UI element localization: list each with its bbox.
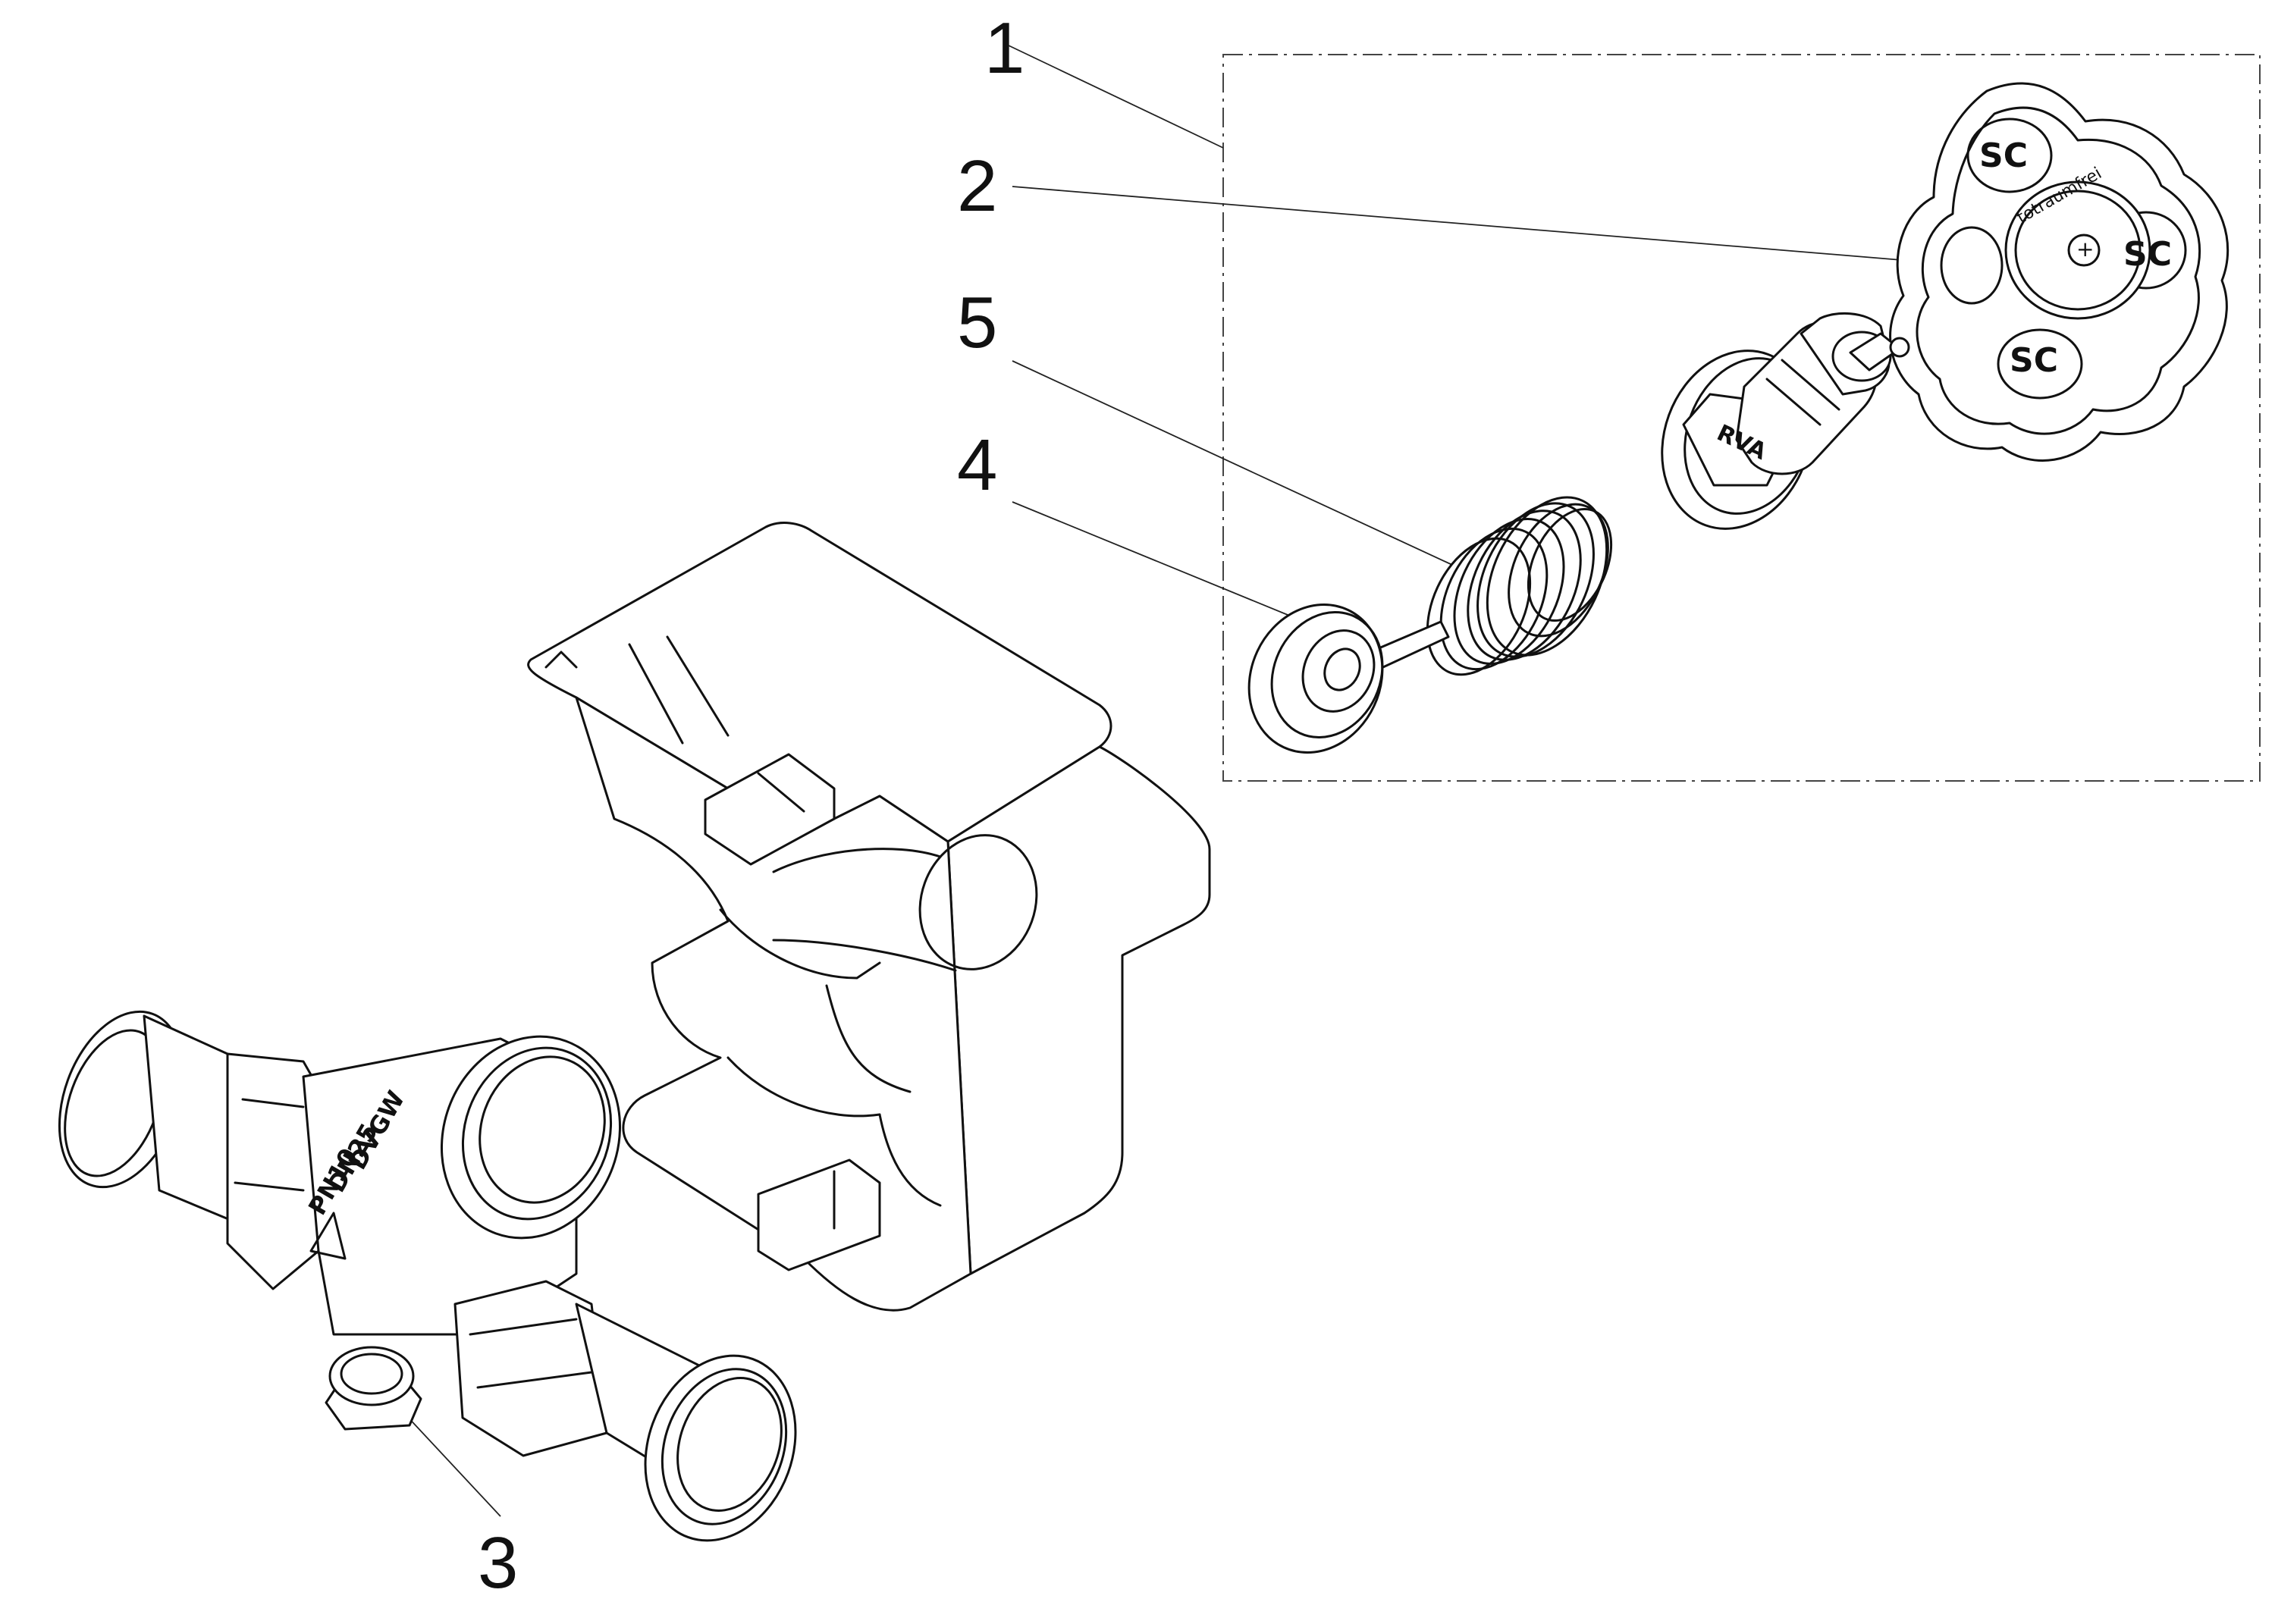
- handwheel-logo-top: SC: [1979, 136, 2028, 175]
- handwheel-logo-right: SC: [2123, 235, 2172, 274]
- valve-disc-part: [1247, 604, 1450, 754]
- leader-line-4: [1012, 501, 1305, 622]
- flow-arrow-icon: [309, 1212, 347, 1260]
- callout-number-5: 5: [957, 282, 997, 363]
- assembly-boundary: [1222, 54, 2261, 782]
- svg-text:+: +: [2076, 237, 2094, 262]
- leader-line-5: [1012, 360, 1453, 566]
- leader-line-1: [1008, 45, 1224, 149]
- valve-top-part: RVA: [1661, 312, 1910, 530]
- valve-body-part: DVGW DN25 PN10: [58, 1010, 797, 1542]
- handwheel-part: + totraumfrei SC SC SC: [1889, 82, 2230, 462]
- callout-number-3: 3: [478, 1522, 518, 1604]
- spring-part: [1426, 496, 1613, 676]
- callout-number-2: 2: [957, 146, 997, 227]
- callout-number-4: 4: [957, 425, 997, 506]
- leader-line-2: [1012, 186, 1912, 262]
- insulation-shell-part: [527, 522, 1211, 1312]
- callout-number-1: 1: [984, 8, 1025, 89]
- drain-plug-part: [325, 1346, 422, 1431]
- handwheel-logo-bottom: SC: [2010, 341, 2058, 380]
